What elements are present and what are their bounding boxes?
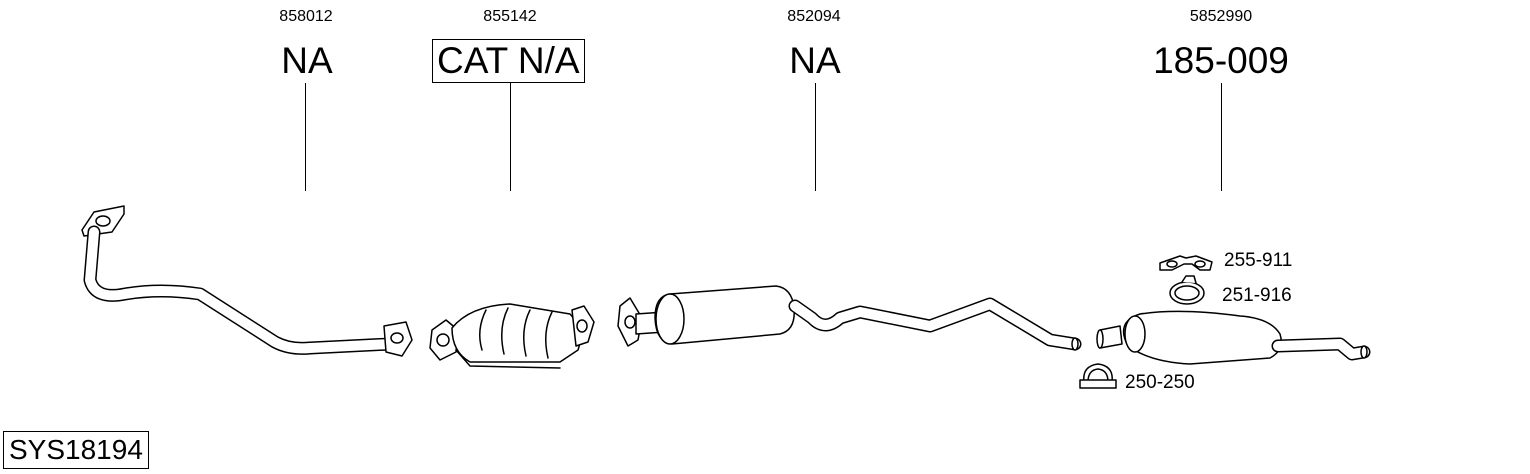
system-code: SYS18194 — [3, 431, 149, 469]
u-bolt-clamp-icon — [1079, 363, 1117, 389]
rubber-hanger-icon — [1159, 255, 1213, 271]
oe-number-part-3: 852094 — [787, 8, 841, 25]
oe-number-part-1: 858012 — [279, 8, 333, 25]
part-code-2[interactable]: CAT N/A — [432, 39, 585, 83]
oe-number-part-2: 855142 — [483, 8, 537, 25]
centre-silencer-drawing — [617, 285, 1082, 351]
ring-clamp-icon — [1169, 275, 1205, 305]
part-code-3[interactable]: NA — [789, 40, 841, 81]
part-code-4[interactable]: 185-009 — [1153, 40, 1289, 81]
oe-number-part-4: 5852990 — [1189, 8, 1253, 25]
front-pipe-drawing — [81, 205, 413, 357]
leader-line-1 — [305, 83, 306, 191]
accessory-code-hanger[interactable]: 255-911 — [1224, 250, 1293, 271]
leader-line-3 — [815, 83, 816, 191]
catalytic-converter-drawing — [429, 303, 595, 369]
rear-silencer-drawing — [1096, 310, 1371, 365]
leader-line-2 — [510, 82, 511, 191]
accessory-code-u-clamp[interactable]: 250-250 — [1125, 372, 1195, 393]
accessory-code-ring-clamp[interactable]: 251-916 — [1222, 285, 1292, 306]
part-code-1[interactable]: NA — [281, 40, 333, 81]
leader-line-4 — [1221, 83, 1222, 191]
